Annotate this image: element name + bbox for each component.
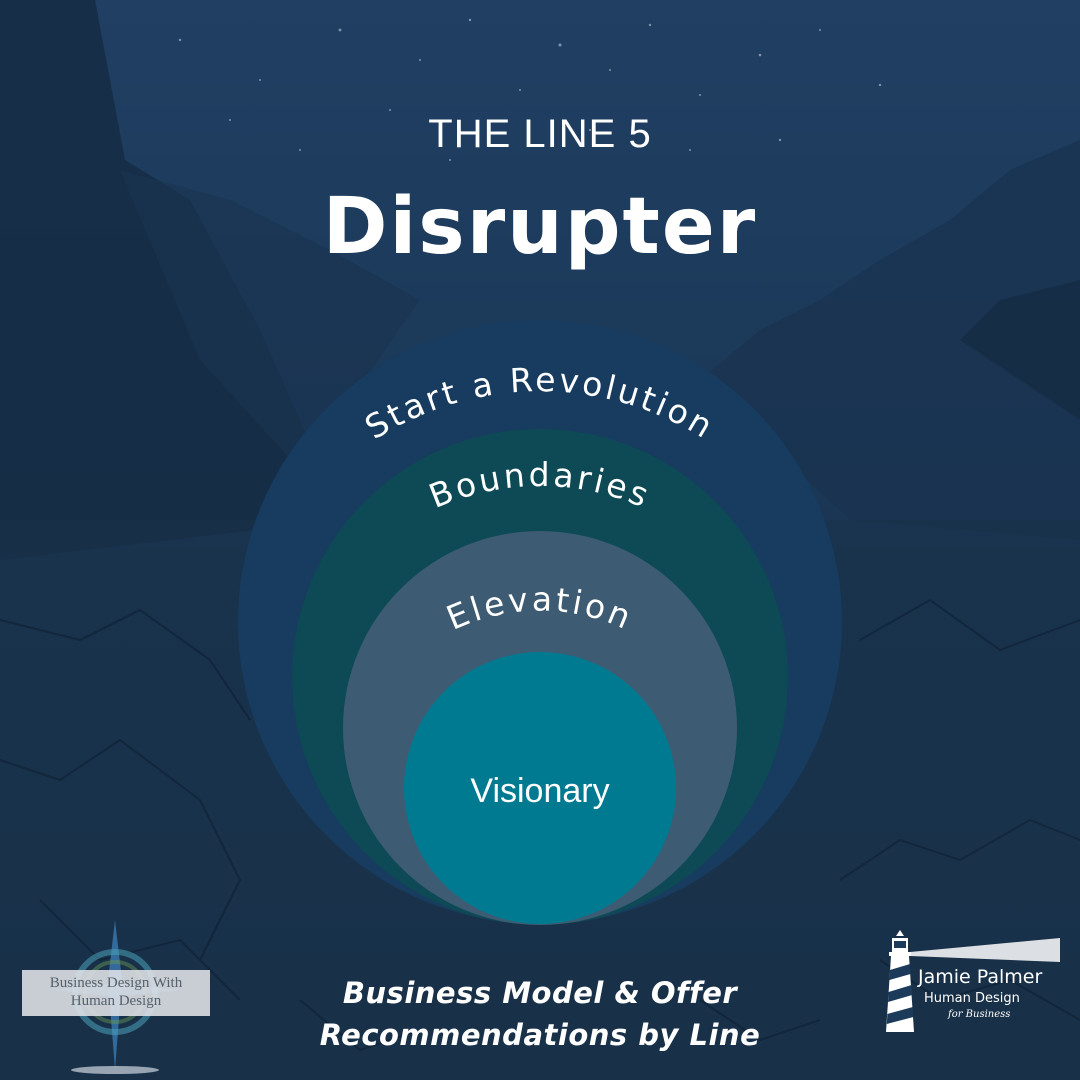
logo-right-name: Jamie Palmer (918, 966, 1043, 988)
logo-left-text: Business Design With Human Design (22, 970, 210, 1016)
pre-title: THE LINE 5 (428, 112, 652, 156)
page-title: Disrupter (322, 182, 758, 272)
stars (178, 18, 882, 161)
logo-left-line-2: Human Design (70, 993, 162, 1009)
logo-left-line-1: Business Design With (49, 975, 183, 991)
logo-right-tagline: for Business (948, 1009, 1011, 1020)
light-beam-icon (910, 938, 1060, 962)
ground-cracks (0, 598, 1080, 1052)
ring-label-inner: Visionary (470, 772, 609, 810)
mountain-far-right (960, 280, 1080, 420)
ring-inner (404, 652, 676, 924)
logo-business-design: Business Design With Human Design (22, 920, 222, 1080)
mountain-right (700, 140, 1080, 540)
logo-right-subtitle: Human Design (924, 991, 1020, 1006)
lighthouse-icon (886, 930, 914, 1032)
caption-line-1: Business Model & Offer (342, 976, 738, 1010)
caption-line-2: Recommendations by Line (319, 1018, 761, 1052)
logo-jamie-palmer: Jamie Palmer Human Design for Business (876, 930, 1066, 1040)
caption: Business Model & Offer Recommendations b… (0, 972, 1080, 1056)
